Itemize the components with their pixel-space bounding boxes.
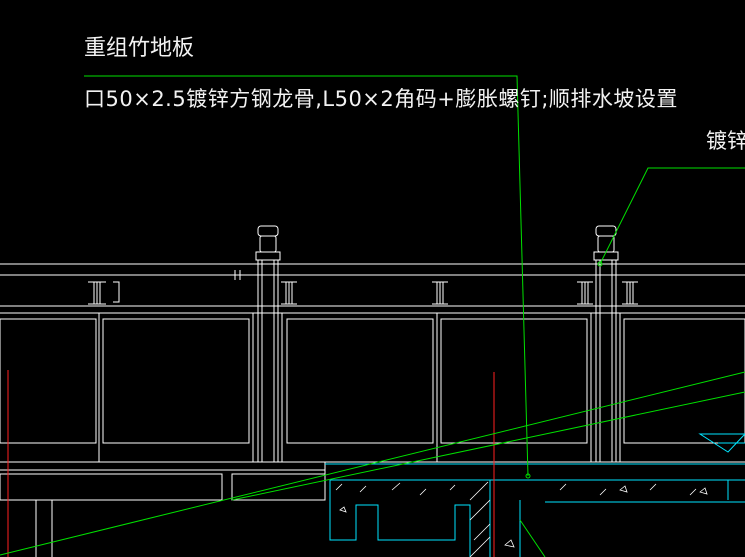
posts <box>255 225 619 463</box>
axis-lines <box>7 370 495 557</box>
top-rails <box>0 263 745 314</box>
label-bamboo-floor: 重组竹地板 <box>84 36 195 61</box>
leader-lines <box>0 75 745 557</box>
base-beams <box>0 461 745 557</box>
concrete-slab <box>325 463 745 557</box>
rail-brackets <box>88 270 638 305</box>
concrete-hatch <box>335 481 708 557</box>
panel-frames <box>0 313 745 462</box>
label-right-cut: 镀锌方 <box>706 129 745 153</box>
slope-symbol <box>698 433 745 453</box>
label-steel-frame: 口50×2.5镀锌方钢龙骨,L50×2角码+膨胀螺钉;顺排水坡设置 <box>84 87 678 111</box>
